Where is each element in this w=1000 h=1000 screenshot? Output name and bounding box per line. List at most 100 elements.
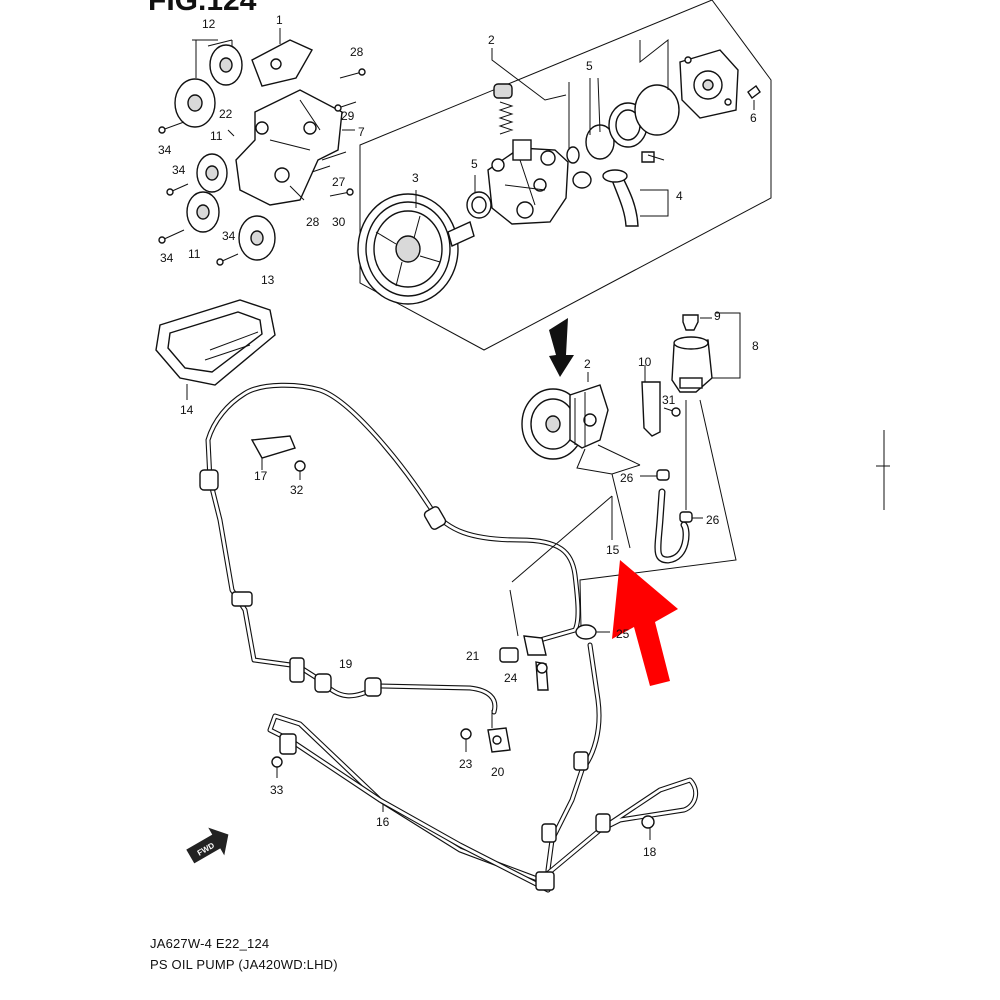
return-hose (545, 642, 602, 893)
o-ring-small-2 (566, 146, 580, 164)
cooler-pipe (267, 713, 699, 883)
callout-21: 21 (466, 649, 480, 663)
callout-33: 33 (270, 783, 284, 797)
o-ring-small (466, 191, 492, 219)
callout-16: 16 (376, 815, 390, 829)
callout-29: 29 (341, 109, 355, 123)
highlight-arrow-icon (612, 560, 678, 686)
cooler-pipe-2 (287, 737, 551, 893)
callout-3: 3 (412, 171, 419, 185)
callout-20: 20 (491, 765, 505, 779)
callout-9: 9 (714, 309, 721, 323)
tensioner-pulley (174, 39, 243, 128)
callout-10: 10 (638, 355, 652, 369)
callout-18: 18 (643, 845, 657, 859)
pump-pulley (357, 193, 475, 305)
cover-bolt (747, 84, 761, 100)
callout-6: 6 (750, 111, 757, 125)
bracket-20 (487, 710, 511, 753)
callout-15: 15 (606, 543, 620, 557)
callout-labels: 1 12 2 28 5 29 22 6 11 7 34 5 34 3 27 4 … (158, 13, 759, 859)
clamp-26-upper (656, 469, 670, 481)
arrow-down-icon (549, 318, 574, 377)
callout-34a: 34 (158, 143, 172, 157)
relief-valve-spring (493, 83, 514, 135)
hose-fittings (199, 469, 447, 697)
callout-14: 14 (180, 403, 194, 417)
leader-bolt (647, 154, 665, 161)
callout-22: 22 (219, 107, 233, 121)
figure-caption: PS OIL PUMP (JA420WD:LHD) (150, 957, 338, 972)
callout-26b: 26 (706, 513, 720, 527)
callout-31: 31 (662, 393, 676, 407)
callout-27: 27 (332, 175, 346, 189)
pump-detail-lines (576, 444, 641, 549)
callout-30: 30 (332, 215, 346, 229)
suction-hose (654, 488, 690, 564)
leader-12 (195, 40, 233, 78)
callout-7: 7 (358, 125, 365, 139)
callout-23: 23 (459, 757, 473, 771)
callout-24: 24 (504, 671, 518, 685)
suction-pipe (572, 151, 655, 227)
callout-34b: 34 (172, 163, 186, 177)
leader-26 (640, 475, 703, 519)
callout-11b: 11 (188, 247, 201, 261)
edge-mark (876, 430, 890, 510)
pipe-clamps (279, 733, 611, 891)
callout-34c: 34 (222, 229, 236, 243)
callout-28b: 28 (306, 215, 320, 229)
leader-8 (712, 312, 741, 379)
drive-belt (155, 299, 276, 386)
idler-pulley-lower (186, 191, 220, 233)
pipe-bracket-17 (250, 435, 296, 470)
idler-pulley-13 (238, 215, 276, 261)
callout-17: 17 (254, 469, 268, 483)
pressure-hose (205, 382, 581, 643)
pump-body (487, 139, 569, 225)
bolts-bracket (158, 68, 366, 266)
clamp-25 (575, 624, 597, 640)
bolt-24 (535, 661, 549, 691)
idler-pulley-upper (196, 153, 228, 193)
callout-28a: 28 (350, 45, 364, 59)
leader-4 (640, 189, 669, 217)
callout-2a: 2 (488, 33, 495, 47)
bolt-23 (460, 728, 472, 752)
seal-rings (585, 84, 680, 160)
pump-connection-lines (509, 495, 613, 637)
reservoir (671, 336, 713, 393)
callout-4: 4 (676, 189, 683, 203)
leader-5 (589, 77, 601, 135)
callout-26a: 26 (620, 471, 634, 485)
leader-2 (491, 38, 669, 150)
bolt-32 (294, 460, 306, 480)
callout-32: 32 (290, 483, 304, 497)
pump-assembled (521, 384, 609, 460)
callout-34d: 34 (160, 251, 174, 265)
fwd-arrow-icon: FWD (186, 827, 229, 864)
callout-13: 13 (261, 273, 275, 287)
reservoir-cap (682, 314, 699, 331)
pressure-pipe-lower (207, 477, 498, 715)
figure-code: JA627W-4 E22_124 (150, 936, 270, 951)
bolt-18 (641, 815, 655, 840)
callout-12: 12 (202, 17, 216, 31)
bolt-33 (271, 756, 283, 778)
callout-5a: 5 (586, 59, 593, 73)
tensioner-bracket (251, 39, 313, 87)
reservoir-bracket (641, 365, 661, 437)
callout-19: 19 (339, 657, 353, 671)
pump-cover-plate (679, 49, 739, 119)
pump-bracket (235, 89, 343, 206)
union-21 (499, 635, 547, 663)
clamp-26-lower (679, 511, 693, 523)
reservoir-return-line (579, 399, 737, 629)
figure-title: FIG.124 (148, 0, 257, 17)
callout-2b: 2 (584, 357, 591, 371)
callout-5b: 5 (471, 157, 478, 171)
callout-8: 8 (752, 339, 759, 353)
callout-1: 1 (276, 13, 283, 27)
pump-exploded-view-box (359, 0, 772, 351)
